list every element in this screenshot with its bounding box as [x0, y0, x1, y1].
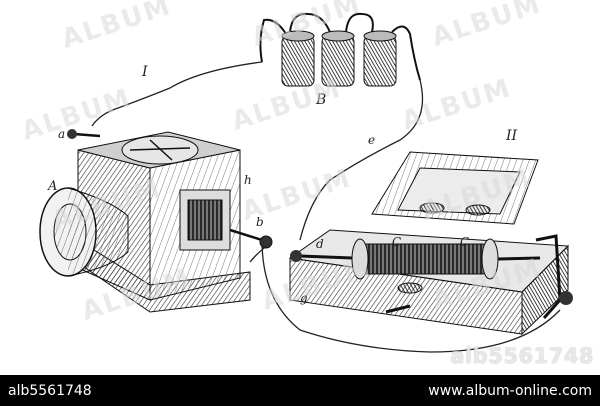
- label-battery: B: [315, 92, 326, 108]
- battery-cells: [259, 12, 421, 87]
- label-C-right: C: [460, 235, 469, 249]
- label-b: b: [256, 215, 264, 229]
- label-e: e: [368, 133, 375, 147]
- label-section-I: I: [141, 64, 148, 80]
- corner-image-id: alb5561748: [450, 344, 594, 368]
- transmitter-apparatus: [288, 151, 573, 336]
- engraving-illustration: I II B a A h b d e g C C: [39, 12, 573, 353]
- label-A: A: [47, 179, 57, 194]
- label-a: a: [58, 127, 65, 141]
- label-section-II: II: [505, 128, 518, 144]
- footer-image-id: alb5561748: [8, 382, 92, 399]
- footer-bar: alb5561748 www.album-online.com: [0, 375, 600, 406]
- receiver-apparatus: [39, 129, 273, 313]
- diagram-labels: I II B a A h b d e g C C: [47, 64, 518, 305]
- label-h: h: [244, 173, 252, 187]
- footer-site-url[interactable]: www.album-online.com: [428, 382, 592, 399]
- label-g: g: [300, 291, 308, 305]
- label-C-left: C: [392, 235, 401, 249]
- label-d: d: [316, 237, 324, 251]
